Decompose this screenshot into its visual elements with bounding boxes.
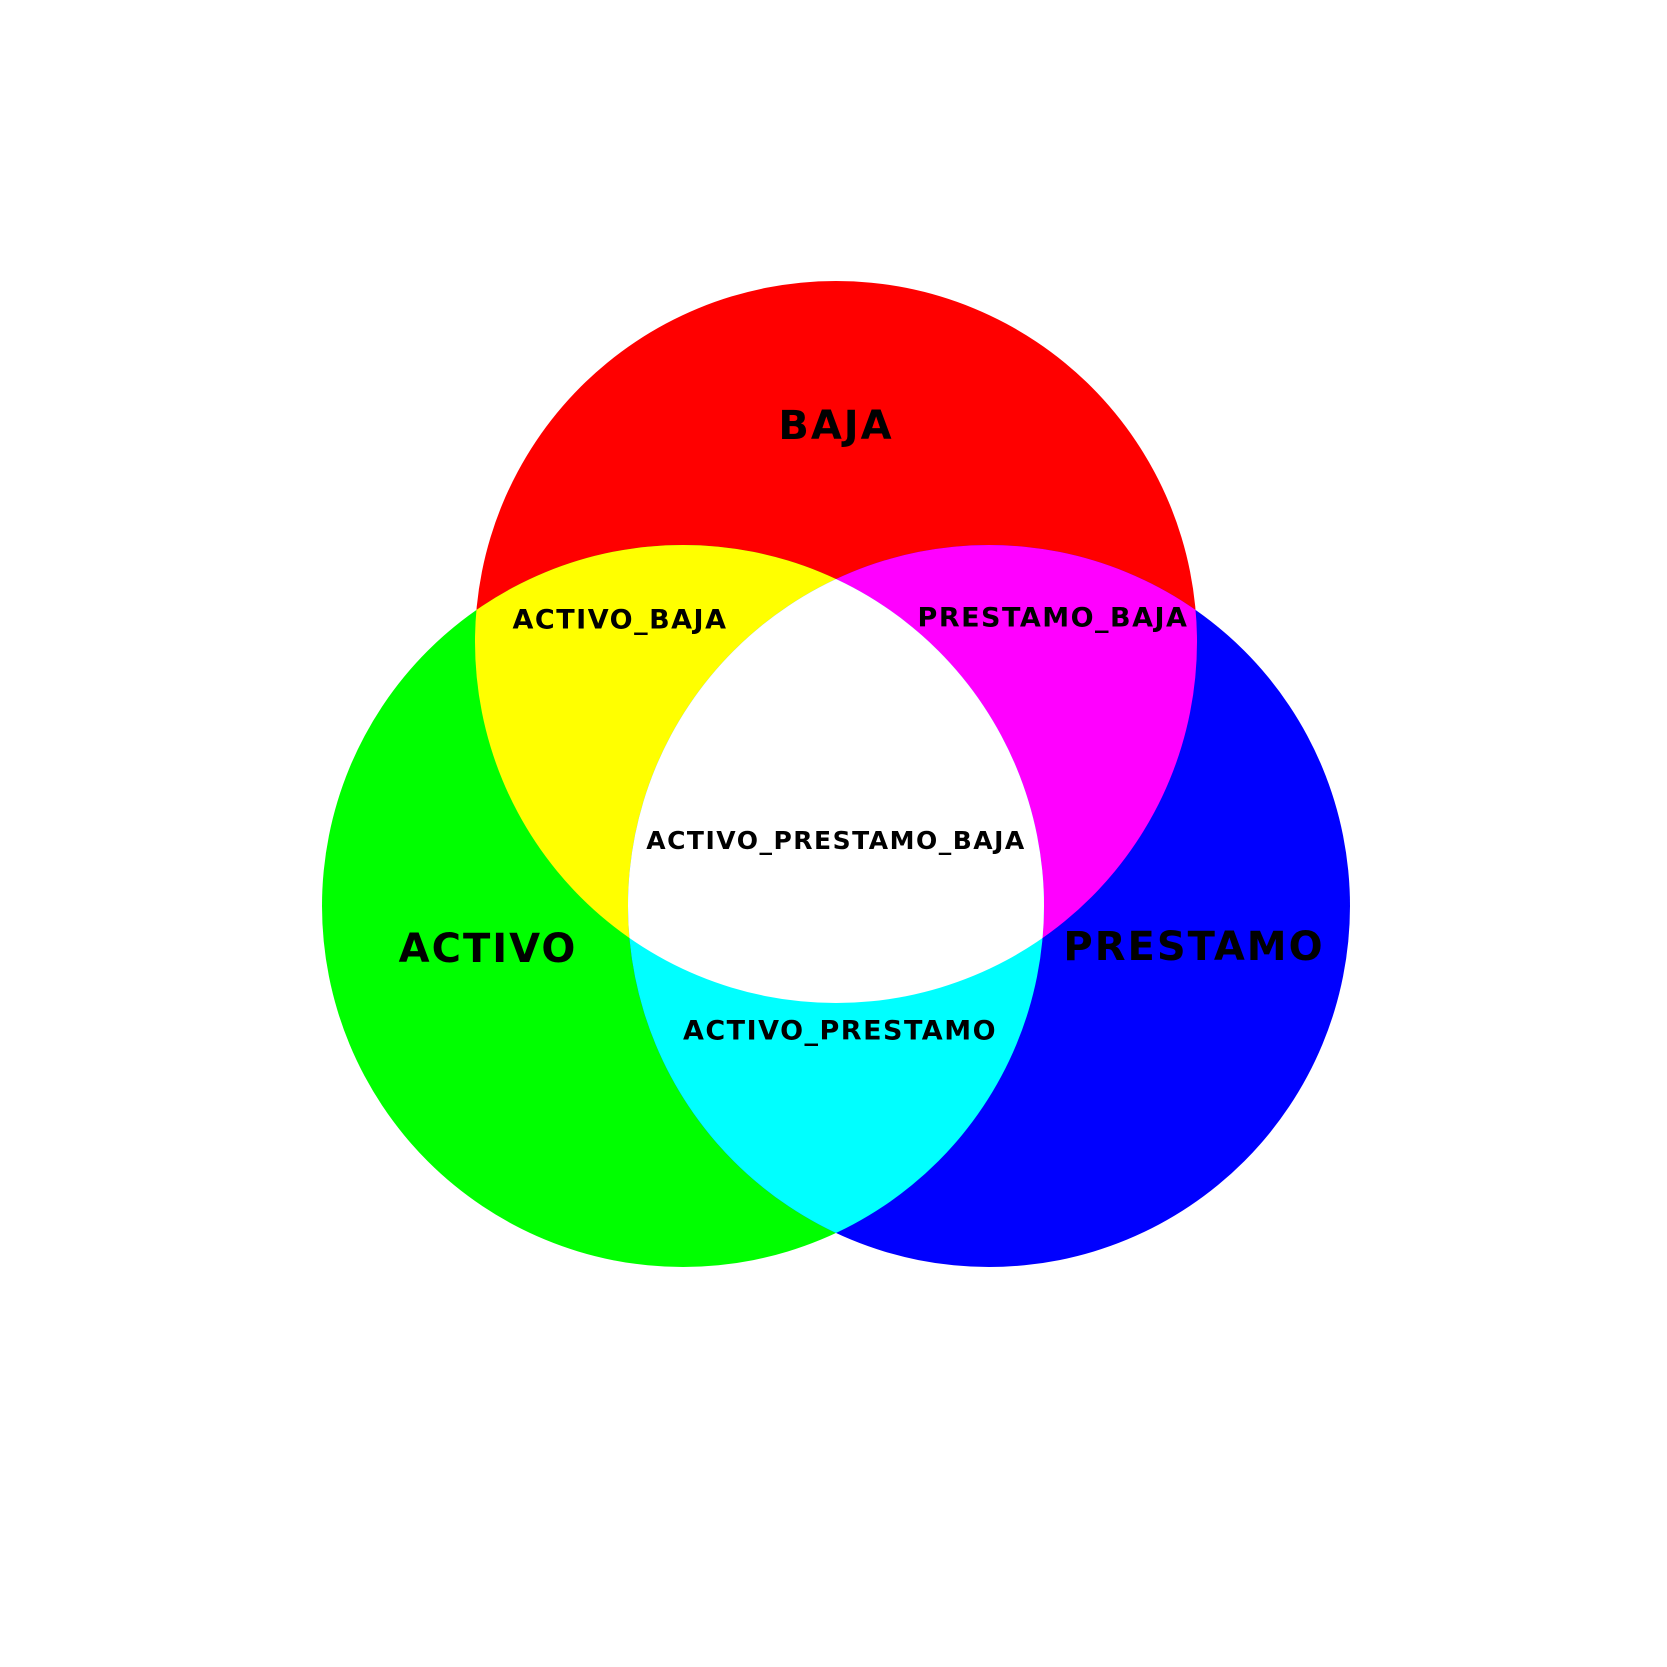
region-activo-prestamo-baja [628,545,1044,1003]
label-prestamo: PRESTAMO [1063,924,1324,970]
label-activo: ACTIVO [399,926,578,972]
label-activo-baja: ACTIVO_BAJA [513,605,728,636]
label-baja: BAJA [778,403,893,449]
label-prestamo-baja: PRESTAMO_BAJA [918,603,1189,634]
label-activo-prestamo: ACTIVO_PRESTAMO [683,1016,997,1047]
label-activo-prestamo-baja: ACTIVO_PRESTAMO_BAJA [646,826,1026,855]
